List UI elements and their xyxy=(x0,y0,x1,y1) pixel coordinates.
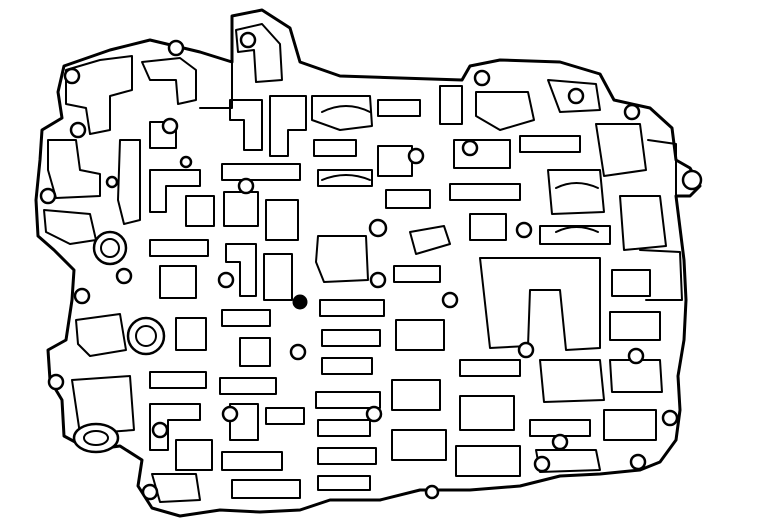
large-ports xyxy=(72,105,599,454)
middle-passages xyxy=(311,95,451,491)
outer-outline xyxy=(34,8,702,518)
marker-dot xyxy=(292,294,308,310)
central-passages xyxy=(219,23,307,499)
bolt-holes xyxy=(39,31,703,501)
upper-tab-outline xyxy=(199,61,233,109)
right-passages xyxy=(439,79,683,477)
